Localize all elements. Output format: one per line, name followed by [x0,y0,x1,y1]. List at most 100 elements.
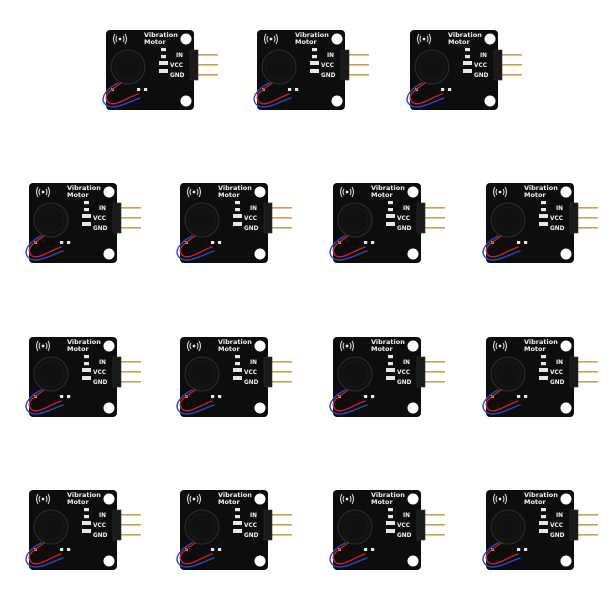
module-drawing: Vibration Motor IN VCC GND [329,183,445,263]
motor-wires [25,235,64,261]
vibration-motor [490,356,526,392]
pin-label-vcc: VCC [170,63,183,69]
motor-wires [102,82,141,108]
vibration-motor-module: Vibration Motor IN VCC GND [253,28,375,128]
module-title-line1: Vibration [67,338,101,346]
module-title-line1: Vibration [524,184,558,192]
pin-label-vcc: VCC [550,216,563,222]
vibration-waves-icon [36,493,50,505]
mounting-hole [331,95,343,107]
pin-label-gnd: GND [550,226,565,232]
module-title-line1: Vibration [218,491,252,499]
header-pins [119,514,141,536]
module-drawing: Vibration Motor IN VCC GND [482,337,598,417]
pin-label-gnd: GND [321,73,336,79]
mounting-hole [484,95,496,107]
vibration-motor-module: Vibration Motor IN VCC GND [176,488,298,588]
vibration-waves-icon [113,33,127,45]
motor-wires [25,389,64,415]
pin-label-gnd: GND [93,226,108,232]
vibration-motor [110,49,146,85]
vibration-waves-icon [340,186,354,198]
pin-header [416,202,426,234]
module-title-line2: Motor [524,345,547,353]
mounting-hole [484,33,496,45]
pin-label-in: IN [556,360,563,366]
module-title-line2: Motor [371,191,394,199]
vibration-waves-icon [36,186,50,198]
pin-header [569,356,579,388]
vibration-motor-module: Vibration Motor IN VCC GND [329,181,451,281]
vibration-waves-icon [264,33,278,45]
vibration-motor [261,49,297,85]
mounting-hole [407,493,419,505]
pin-label-gnd: GND [550,380,565,386]
header-pins [423,361,445,383]
mounting-hole [254,402,266,414]
mounting-hole [103,340,115,352]
vibration-motor-module: Vibration Motor IN VCC GND [176,335,298,435]
pin-label-vcc: VCC [397,523,410,529]
header-pins [119,207,141,229]
pin-header [416,356,426,388]
pin-label-vcc: VCC [93,523,106,529]
mounting-hole [103,493,115,505]
vibration-motor-module: Vibration Motor IN VCC GND [329,335,451,435]
pin-label-in: IN [480,53,487,59]
pin-label-in: IN [403,206,410,212]
module-title-line1: Vibration [371,491,405,499]
pin-label-vcc: VCC [321,63,334,69]
vibration-waves-icon [493,340,507,352]
mounting-hole [180,33,192,45]
pin-label-vcc: VCC [93,216,106,222]
module-title-line1: Vibration [371,338,405,346]
module-title-line2: Motor [67,345,90,353]
mounting-hole [254,340,266,352]
header-pins [270,361,292,383]
mounting-hole [407,340,419,352]
pin-label-in: IN [403,360,410,366]
pin-label-gnd: GND [244,380,259,386]
module-title-line1: Vibration [524,338,558,346]
vibration-waves-icon [36,340,50,352]
mounting-hole [331,33,343,45]
pin-header [493,49,503,81]
mounting-hole [254,493,266,505]
pin-header [263,202,273,234]
mounting-hole [560,340,572,352]
motor-wires [176,235,215,261]
vibration-motor-module: Vibration Motor IN VCC GND [176,181,298,281]
vibration-motor [184,356,220,392]
vibration-motor-module: Vibration Motor IN VCC GND [329,488,451,588]
module-drawing: Vibration Motor IN VCC GND [406,30,522,110]
motor-wires [25,542,64,568]
module-drawing: Vibration Motor IN VCC GND [176,183,292,263]
pin-label-vcc: VCC [397,216,410,222]
vibration-motor-module: Vibration Motor IN VCC GND [482,181,604,281]
vibration-motor-module: Vibration Motor IN VCC GND [25,488,147,588]
module-drawing: Vibration Motor IN VCC GND [482,183,598,263]
vibration-waves-icon [340,340,354,352]
pin-label-in: IN [176,53,183,59]
vibration-motor [184,509,220,545]
motor-wires [406,82,445,108]
module-title-line1: Vibration [524,491,558,499]
pin-label-vcc: VCC [550,523,563,529]
vibration-motor-module: Vibration Motor IN VCC GND [482,488,604,588]
pin-label-gnd: GND [397,533,412,539]
module-drawing: Vibration Motor IN VCC GND [482,490,598,570]
module-drawing: Vibration Motor IN VCC GND [176,490,292,570]
module-title-line2: Motor [67,191,90,199]
vibration-waves-icon [187,340,201,352]
vibration-waves-icon [417,33,431,45]
header-pins [500,54,522,76]
vibration-motor [33,202,69,238]
pin-label-in: IN [556,513,563,519]
vibration-motor [490,509,526,545]
module-title-line1: Vibration [144,31,178,39]
vibration-motor [33,509,69,545]
mounting-hole [103,402,115,414]
pin-label-gnd: GND [474,73,489,79]
vibration-waves-icon [187,186,201,198]
